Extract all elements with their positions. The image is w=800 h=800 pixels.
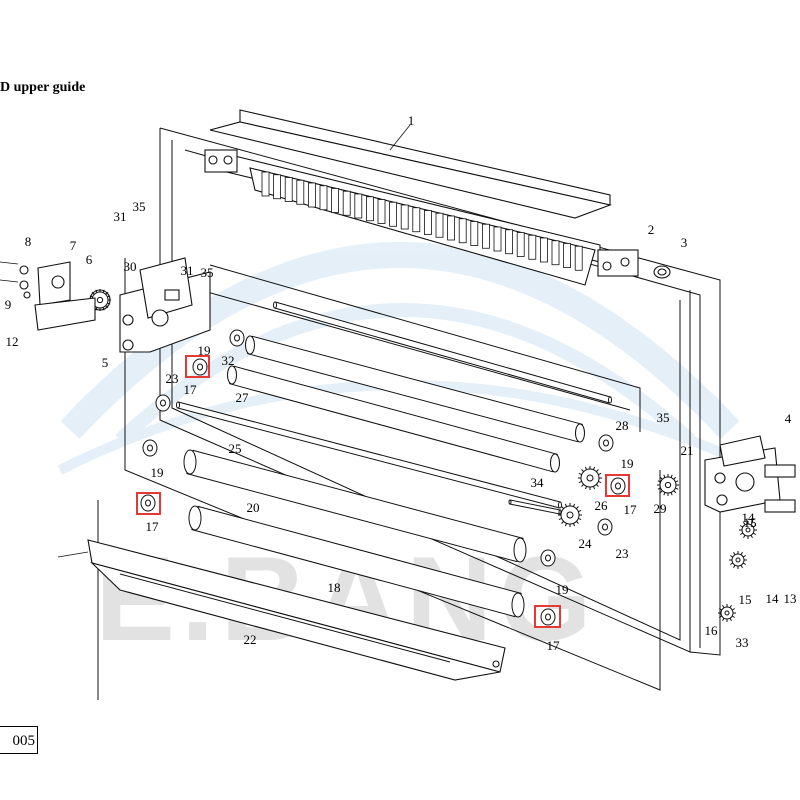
callout-label: 8: [25, 234, 32, 249]
part-upper-guide-comb: [204, 149, 639, 286]
callout-label: 5: [102, 355, 109, 370]
roller-28: [273, 301, 612, 404]
callout-label: 19: [198, 343, 211, 358]
callout-label: 33: [736, 635, 749, 650]
roller-18-lower: [188, 505, 525, 618]
callout-label: 29: [654, 501, 667, 516]
washers: [140, 329, 626, 626]
callout-label: 18: [328, 580, 341, 595]
callout-label: 26: [595, 498, 609, 513]
roller-32: [245, 335, 585, 443]
part-left-brackets: [0, 261, 96, 331]
callout-label: 35: [201, 265, 214, 280]
roller-27: [227, 365, 560, 473]
callout-label: 16: [705, 623, 719, 638]
callout-label: 17: [547, 638, 561, 653]
part-bottom-plates: [57, 539, 506, 681]
callout-label: 19: [151, 465, 164, 480]
callout-label: 19: [556, 582, 569, 597]
callout-label: 27: [236, 390, 250, 405]
callout-label: 20: [247, 500, 260, 515]
part-bushing: [653, 265, 671, 279]
shaft-25: [176, 401, 562, 509]
callout-label: 19: [621, 456, 634, 471]
callout-label: 9: [5, 297, 12, 312]
callout-label: 34: [531, 475, 545, 490]
callout-label: 2: [648, 222, 655, 237]
callout-label: 28: [616, 418, 629, 433]
callout-label: 25: [229, 441, 242, 456]
callout-label: 6: [86, 252, 93, 267]
page-number-box: 005: [0, 726, 38, 754]
callout-label: 15: [739, 592, 752, 607]
callout-label: 21: [681, 443, 694, 458]
callout-label: 17: [146, 519, 160, 534]
callout-label: 14: [742, 510, 756, 525]
callout-label: 13: [784, 591, 797, 606]
callout-label: 23: [616, 546, 629, 561]
shaft-34: [508, 499, 562, 515]
callout-label: 31: [114, 209, 127, 224]
callout-label: 15: [744, 515, 757, 530]
section-heading: D upper guide: [0, 80, 86, 95]
part-left-side-frame: [89, 257, 211, 353]
callout-label: 32: [222, 353, 235, 368]
callout-label: 23: [166, 371, 179, 386]
rollers: [176, 301, 612, 618]
callout-label: 31: [181, 263, 194, 278]
callout-label: 14: [766, 591, 780, 606]
part-right-side-frame: [558, 435, 796, 622]
callout-label: 30: [124, 259, 137, 274]
callout-label: 35: [133, 199, 146, 214]
callout-label: 7: [70, 238, 77, 253]
callout-label: 4: [785, 411, 792, 426]
callout-label: 17: [624, 502, 638, 517]
callout-label: 24: [579, 536, 593, 551]
callout-label: 17: [184, 382, 198, 397]
callout-label: 22: [244, 632, 257, 647]
callout-label: 35: [657, 410, 670, 425]
callout-label: 3: [681, 235, 688, 250]
callout-label: 1: [408, 113, 415, 128]
roller-20: [183, 449, 527, 563]
callout-labels: 1234567891213141415151617171717181919191…: [5, 113, 797, 653]
part-17-highlights: [136, 355, 630, 628]
callout-label: 12: [6, 334, 19, 349]
part-top-rail: [209, 109, 612, 219]
